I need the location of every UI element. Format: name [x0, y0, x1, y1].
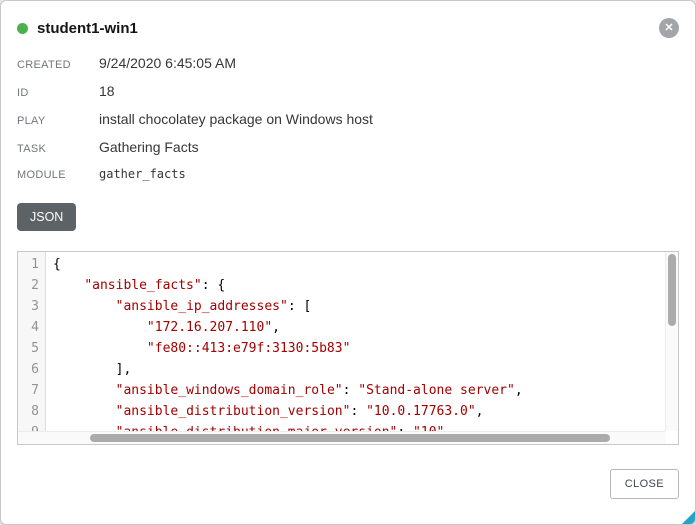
tab-json[interactable]: JSON — [17, 203, 77, 231]
code-content: { "ansible_facts": { "ansible_ip_address… — [46, 252, 678, 444]
view-tabs: JSON — [1, 193, 695, 239]
horizontal-scrollbar[interactable] — [18, 431, 665, 444]
close-x-glyph: ✕ — [659, 18, 679, 38]
code-line: "fe80::413:e79f:3130:5b83" — [146, 341, 351, 356]
detail-label: CREATED — [17, 59, 71, 71]
vertical-scrollbar-thumb[interactable] — [668, 254, 676, 326]
detail-value: gather_facts — [99, 167, 186, 181]
line-number: 5 — [31, 341, 39, 356]
detail-row-task: TASK Gathering Facts — [17, 139, 679, 155]
detail-label: MODULE — [17, 169, 66, 181]
line-number: 1 — [31, 257, 39, 272]
detail-label: PLAY — [17, 115, 46, 127]
code-line: { — [53, 257, 61, 272]
modal-title: student1-win1 — [37, 19, 138, 37]
line-number: 2 — [31, 278, 39, 293]
line-number: 8 — [31, 404, 39, 419]
detail-list: CREATED 9/24/2020 6:45:05 AM ID 18 PLAY … — [1, 51, 695, 181]
code-line: "ansible_ip_addresses": [ — [115, 299, 312, 314]
detail-value: Gathering Facts — [99, 139, 199, 155]
detail-label: ID — [17, 87, 29, 99]
code-viewer[interactable]: 123456789 { "ansible_facts": { "ansible_… — [17, 251, 679, 445]
horizontal-scrollbar-thumb[interactable] — [90, 434, 610, 442]
code-gutter: 123456789 — [18, 252, 46, 444]
detail-value: 18 — [99, 83, 115, 99]
detail-value: install chocolatey package on Windows ho… — [99, 111, 373, 127]
detail-label: TASK — [17, 143, 47, 155]
detail-value: 9/24/2020 6:45:05 AM — [99, 55, 236, 71]
modal-footer: CLOSE — [1, 445, 695, 499]
host-status-dot-icon — [17, 22, 28, 34]
close-button[interactable]: CLOSE — [609, 469, 679, 499]
line-number: 6 — [31, 362, 39, 377]
line-number: 3 — [31, 299, 39, 314]
code-line: "ansible_facts": { — [84, 278, 226, 293]
vertical-scrollbar[interactable] — [665, 252, 678, 431]
modal-header: student1-win1 ✕ — [1, 1, 695, 51]
code-line: "ansible_windows_domain_role": "Stand-al… — [115, 383, 523, 398]
line-number: 7 — [31, 383, 39, 398]
code-line: ], — [53, 362, 132, 377]
code-line: "ansible_distribution_version": "10.0.17… — [115, 404, 484, 419]
detail-row-play: PLAY install chocolatey package on Windo… — [17, 111, 679, 127]
detail-row-created: CREATED 9/24/2020 6:45:05 AM — [17, 55, 679, 71]
line-number: 4 — [31, 320, 39, 335]
code-line: "172.16.207.110", — [146, 320, 280, 335]
detail-row-module: MODULE gather_facts — [17, 167, 679, 181]
close-icon[interactable]: ✕ — [659, 18, 679, 38]
resize-corner-icon — [682, 511, 695, 524]
detail-row-id: ID 18 — [17, 83, 679, 99]
